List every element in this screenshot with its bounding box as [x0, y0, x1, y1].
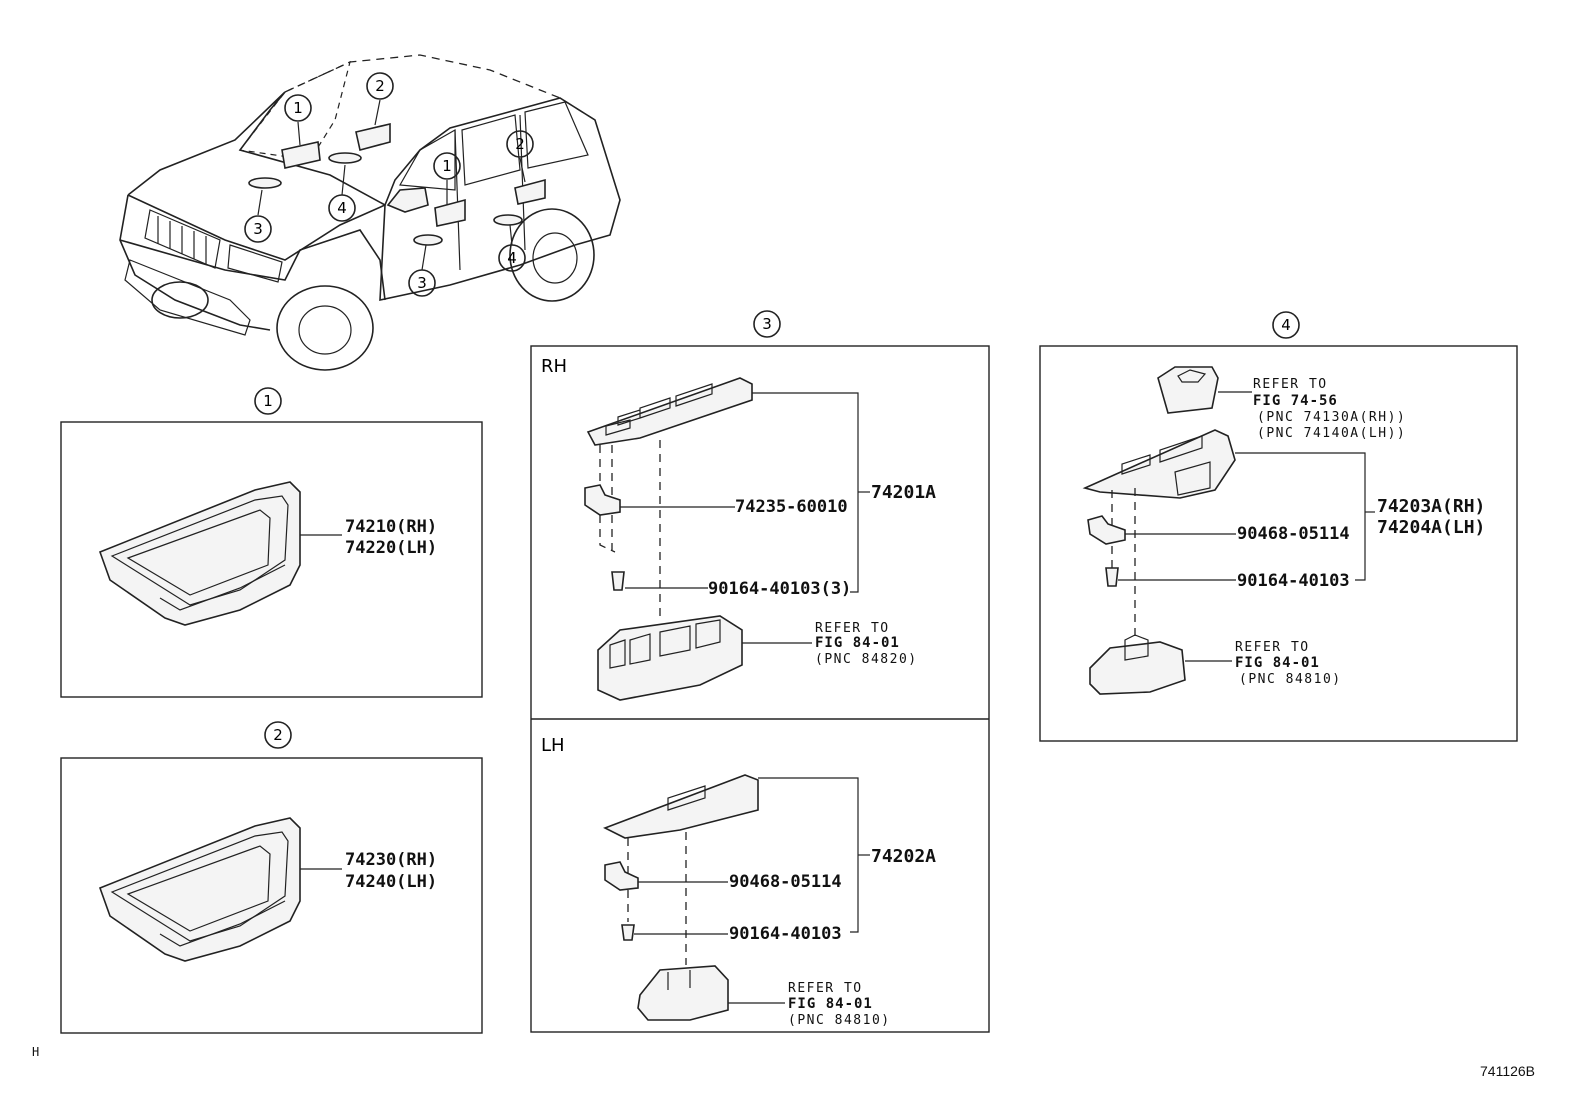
box4-callout: 4 [1281, 316, 1291, 334]
box-1-front-armrest-base: 1 74210(RH) 74220(LH) [60, 387, 483, 698]
box4-ref-top-pnc-rh: (PNC 74130A(RH)) [1257, 410, 1406, 425]
vehicle-callout-4b: 4 [507, 249, 517, 267]
vehicle-callouts: 1 2 1 2 3 4 3 4 [244, 72, 534, 297]
box3-lh-label: LH [541, 735, 565, 756]
box3-rh-refer-to: REFER TO [815, 621, 890, 636]
box4-assembly-lh: 74204A(LH) [1377, 517, 1485, 538]
corner-mark: H [32, 1045, 39, 1059]
vehicle-callout-1b: 1 [442, 157, 452, 175]
vehicle-callout-4: 4 [337, 199, 347, 217]
box1-part-lh: 74220(LH) [345, 538, 437, 558]
vehicle-illustration: 1 2 1 2 3 4 3 4 [119, 54, 621, 371]
box3-rh-assembly: 74201A [871, 482, 936, 503]
box1-callout: 1 [263, 392, 273, 410]
box3-lh-refer-to: REFER TO [788, 981, 863, 996]
box3-lh-clip: 90468-05114 [729, 872, 842, 892]
box4-ref-top-refer-to: REFER TO [1253, 377, 1328, 392]
box-2-rear-armrest-base: 2 74230(RH) 74240(LH) [60, 721, 483, 1034]
box4-ref-bottom-fig: FIG 84-01 [1235, 655, 1320, 671]
box-4-rear-switch-base: 4 REFER TO FIG 74-56 (PNC 74130A(RH)) (P… [1039, 311, 1518, 742]
figure-id: 741126B [1480, 1063, 1535, 1079]
box4-assembly-rh: 74203A(RH) [1377, 496, 1485, 517]
box3-rh-fig: FIG 84-01 [815, 635, 900, 651]
box2-part-rh: 74230(RH) [345, 850, 437, 870]
box3-rh-label: RH [541, 356, 567, 377]
box3-rh-screw: 90164-40103(3) [708, 579, 851, 599]
vehicle-callout-1: 1 [293, 99, 303, 117]
vehicle-callout-2: 2 [375, 77, 385, 95]
vehicle-callout-2b: 2 [515, 135, 525, 153]
box2-part-lh: 74240(LH) [345, 872, 437, 892]
box3-lh-fig: FIG 84-01 [788, 996, 873, 1012]
box4-ref-bottom-pnc: (PNC 84810) [1239, 672, 1342, 687]
box4-clip: 90468-05114 [1237, 524, 1350, 544]
box3-rh-pnc: (PNC 84820) [815, 652, 918, 667]
box4-ref-bottom-refer-to: REFER TO [1235, 640, 1310, 655]
box3-lh-screw: 90164-40103 [729, 924, 842, 944]
box4-ref-top-pnc-lh: (PNC 74140A(LH)) [1257, 426, 1406, 441]
vehicle-callout-3b: 3 [417, 274, 427, 292]
box3-lh-assembly: 74202A [871, 846, 936, 867]
box4-screw: 90164-40103 [1237, 571, 1350, 591]
box3-rh-clip: 74235-60010 [735, 497, 848, 517]
box2-callout: 2 [273, 726, 283, 744]
box3-callout: 3 [762, 315, 772, 333]
vehicle-callout-3: 3 [253, 220, 263, 238]
box4-ref-top-fig: FIG 74-56 [1253, 393, 1338, 409]
box3-lh-pnc: (PNC 84810) [788, 1013, 891, 1028]
box1-part-rh: 74210(RH) [345, 517, 437, 537]
box-3-front-switch-base: 3 RH 74201A 74235-60010 90164-40103(3) R… [530, 310, 990, 1033]
